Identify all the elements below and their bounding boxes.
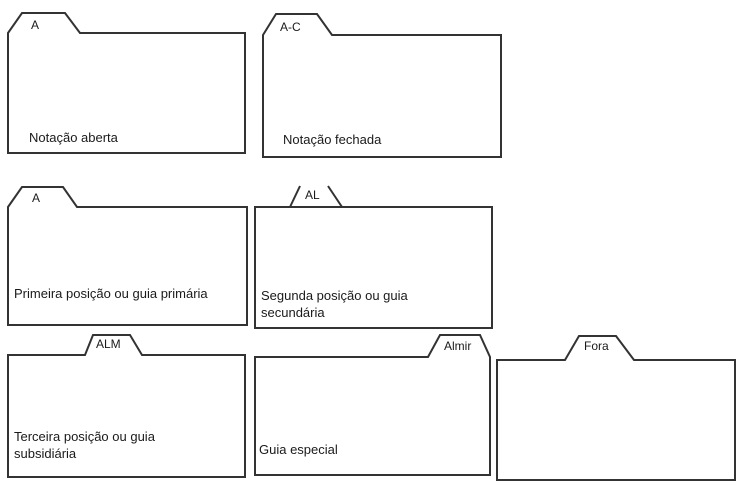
folder-outline xyxy=(496,335,736,481)
folder-tab-label: Fora xyxy=(584,339,609,353)
folder-outline xyxy=(254,334,491,476)
folder-body-label: Guia especial xyxy=(259,442,338,457)
folder-body-label: Notação fechada xyxy=(283,132,382,147)
folder-terceira-posicao: ALM Terceira posição ou guia subsidiária xyxy=(7,333,246,478)
folder-primeira-posicao: A Primeira posição ou guia primária xyxy=(7,186,248,326)
folder-tab-label: A xyxy=(31,18,40,32)
folder-body-label: Primeira posição ou guia primária xyxy=(14,286,208,301)
folder-guia-especial: Almir Guia especial xyxy=(254,333,492,477)
folder-tab-label: AL xyxy=(305,188,320,202)
folder-outline xyxy=(7,12,246,154)
folder-tab-label: Almir xyxy=(444,339,472,353)
folder-outline xyxy=(254,185,493,329)
folder-notacao-aberta: A Notação aberta xyxy=(7,12,247,155)
folder-tab-label: A-C xyxy=(280,20,301,34)
folder-tab-label: A xyxy=(32,191,41,205)
folder-body-label: Terceira posição ou guia subsidiária xyxy=(14,429,155,461)
folder-outline xyxy=(262,13,502,158)
folder-fora: Fora xyxy=(496,334,737,482)
folder-segunda-posicao: AL Segunda posição ou guia secundária xyxy=(254,183,493,329)
folder-outline xyxy=(7,186,248,326)
folder-body-label: Segunda posição ou guia secundária xyxy=(261,288,408,320)
folder-outline xyxy=(7,334,246,478)
folder-body-label: Notação aberta xyxy=(29,130,118,145)
folder-tab-label: ALM xyxy=(96,337,121,351)
folder-notacao-fechada: A-C Notação fechada xyxy=(262,13,503,159)
